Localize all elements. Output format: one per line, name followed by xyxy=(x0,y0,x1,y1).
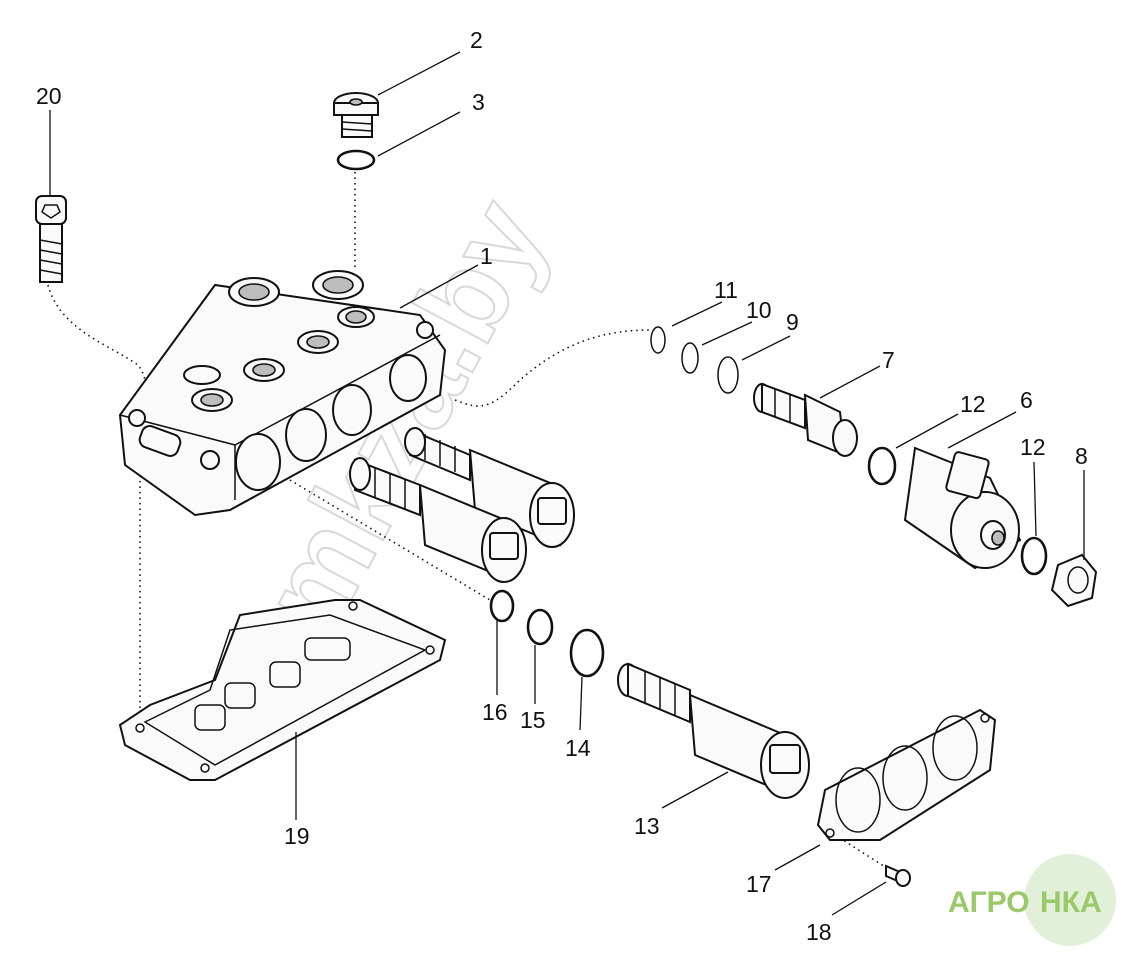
agronka-logo: АГРО НКА xyxy=(948,854,1116,946)
solenoid-valve-part-13 xyxy=(617,662,810,799)
callout-15: 15 xyxy=(520,707,546,733)
callout-20: 20 xyxy=(36,83,62,109)
gasket-part-19 xyxy=(118,599,447,781)
seal-part-9 xyxy=(717,356,739,394)
callout-2: 2 xyxy=(470,27,483,53)
callout-11: 11 xyxy=(714,277,738,303)
callout-18: 18 xyxy=(806,919,832,945)
callout-16: 16 xyxy=(482,699,508,725)
cartridge-valve-part-7 xyxy=(753,382,858,457)
bolt-part-20 xyxy=(35,195,67,283)
coil-part-6 xyxy=(903,446,1022,570)
gasket-part-17 xyxy=(816,708,997,841)
seal-part-11 xyxy=(650,326,666,354)
logo-text-right: НКА xyxy=(1040,886,1102,919)
assembly-line-bolt xyxy=(47,284,147,720)
callout-7: 7 xyxy=(882,347,895,373)
assembly-line-rings xyxy=(289,479,491,601)
valve-body-part-1 xyxy=(118,270,447,517)
callout-10: 10 xyxy=(746,297,772,323)
o-ring-part-12a xyxy=(867,446,897,486)
solenoid-valve-part-4 xyxy=(404,427,575,548)
callout-1: 1 xyxy=(480,243,493,269)
callout-12a: 12 xyxy=(960,391,986,417)
o-ring-part-14 xyxy=(569,628,605,678)
callout-6: 6 xyxy=(1020,387,1033,413)
logo-circle xyxy=(1024,854,1116,946)
callout-12b: 12 xyxy=(1020,434,1046,460)
solenoid-valve-part-5 xyxy=(349,457,527,583)
bolt-part-18 xyxy=(885,864,911,887)
o-ring-part-3 xyxy=(336,149,376,171)
callout-19: 19 xyxy=(284,823,310,849)
callout-3: 3 xyxy=(472,89,485,115)
callout-9: 9 xyxy=(786,309,799,335)
callout-13: 13 xyxy=(634,813,660,839)
nut-part-8 xyxy=(1050,553,1098,608)
leader-lines xyxy=(49,51,1085,916)
callout-8: 8 xyxy=(1075,443,1088,469)
o-ring-part-12b xyxy=(1020,536,1048,576)
seal-part-10 xyxy=(681,342,699,374)
o-ring-part-16 xyxy=(489,589,515,623)
callout-17: 17 xyxy=(746,871,772,897)
plug-part-2 xyxy=(333,92,379,138)
callout-14: 14 xyxy=(565,735,591,761)
o-ring-part-15 xyxy=(526,608,554,646)
logo-text-left: АГРО xyxy=(948,886,1030,919)
